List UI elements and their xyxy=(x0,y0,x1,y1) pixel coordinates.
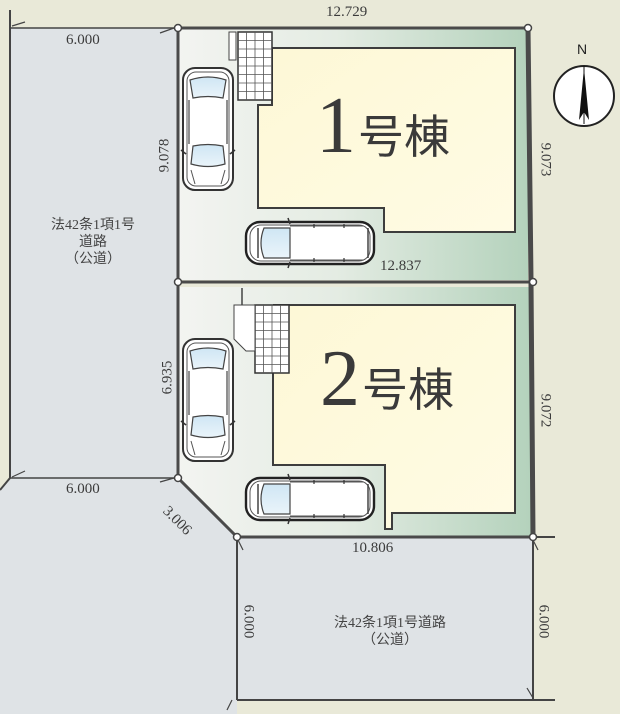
dim-lot2-east: 9.072 xyxy=(537,393,554,428)
building-1-suffix: 号棟 xyxy=(358,110,450,164)
south-road-label-line-1: 法42条1項1号道路 xyxy=(334,616,446,631)
building-2-number: 2 xyxy=(320,335,360,423)
building-1-label: 1 号棟 xyxy=(316,82,450,170)
lot-boundaries xyxy=(176,25,536,540)
road-dimension-lines xyxy=(0,10,555,711)
dim-south-road-left: 6.000 xyxy=(240,604,257,639)
south-road-label-line-2: （公道） xyxy=(362,632,418,648)
west-road-label-line-3: （公道） xyxy=(65,251,121,267)
dim-lot2-west: 6.935 xyxy=(159,360,176,395)
south-road-label: 法42条1項1号道路 （公道） xyxy=(300,616,480,650)
dim-lot2-south: 10.806 xyxy=(352,540,394,556)
dim-lot1-east: 9.073 xyxy=(537,142,554,177)
building-2-suffix: 号棟 xyxy=(362,363,454,417)
parking-car-1a xyxy=(180,67,236,191)
parking-car-2a xyxy=(180,338,236,462)
survey-points xyxy=(173,23,538,542)
entrance-steps-2 xyxy=(254,304,290,374)
north-label: N xyxy=(577,41,588,57)
dim-lot1-west: 9.078 xyxy=(156,138,173,173)
west-road xyxy=(10,28,178,478)
dim-lot1-south: 12.837 xyxy=(380,258,422,274)
west-road-label-line-2: 道路 xyxy=(79,234,107,250)
north-arrow-icon xyxy=(553,65,615,127)
west-road-label: 法42条1項1号 道路 （公道） xyxy=(28,218,158,268)
dim-west-road-top: 6.000 xyxy=(66,32,100,48)
dim-south-road-right: 6.000 xyxy=(535,604,552,639)
dim-lot1-north: 12.729 xyxy=(326,4,368,20)
west-road-label-line-1: 法42条1項1号 xyxy=(51,218,135,233)
parking-car-2b xyxy=(244,472,376,526)
building-2-label: 2 号棟 xyxy=(320,335,454,423)
parking-car-1b xyxy=(244,216,376,270)
building-1-number: 1 xyxy=(316,82,356,170)
entrance-steps-1 xyxy=(237,31,273,101)
dim-west-road-bottom: 6.000 xyxy=(66,481,100,497)
